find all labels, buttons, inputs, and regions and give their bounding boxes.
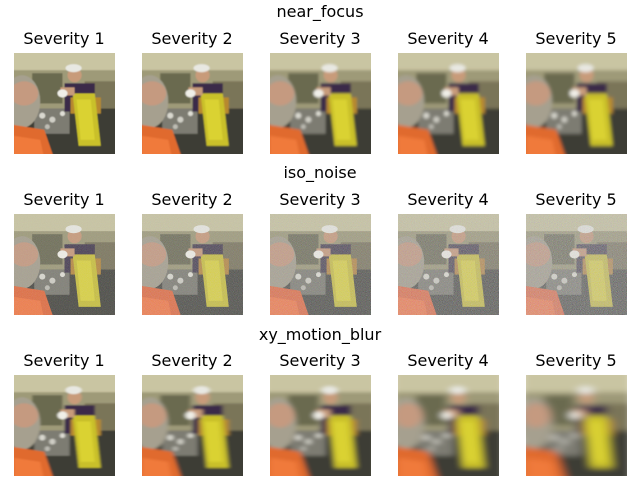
severity-label: Severity 4 [407,190,489,209]
severity-label: Severity 2 [151,29,233,48]
corrupted-image-thumbnail [270,375,371,476]
corrupted-image-thumbnail [270,53,371,154]
corrupted-image-thumbnail [142,53,243,154]
row-title: near_focus [276,2,364,21]
severity-label: Severity 3 [279,190,361,209]
severity-label: Severity 3 [279,29,361,48]
severity-label: Severity 2 [151,190,233,209]
severity-label: Severity 5 [535,29,617,48]
corrupted-image-thumbnail [14,53,115,154]
row-title: xy_motion_blur [258,325,382,344]
corrupted-image-thumbnail [142,375,243,476]
corrupted-image-thumbnail [270,214,371,315]
corrupted-image-thumbnail [398,214,499,315]
severity-label: Severity 5 [535,190,617,209]
corrupted-image-thumbnail [526,375,627,476]
severity-label: Severity 1 [23,29,105,48]
severity-label: Severity 3 [279,351,361,370]
severity-label: Severity 1 [23,351,105,370]
corrupted-image-thumbnail [398,53,499,154]
severity-label: Severity 5 [535,351,617,370]
corrupted-image-thumbnail [14,214,115,315]
severity-label: Severity 4 [407,29,489,48]
severity-label: Severity 2 [151,351,233,370]
row-title: iso_noise [283,163,357,182]
corrupted-image-thumbnail [398,375,499,476]
corrupted-image-thumbnail [142,214,243,315]
corrupted-image-thumbnail [526,214,627,315]
severity-label: Severity 4 [407,351,489,370]
corrupted-image-thumbnail [526,53,627,154]
severity-label: Severity 1 [23,190,105,209]
corrupted-image-thumbnail [14,375,115,476]
